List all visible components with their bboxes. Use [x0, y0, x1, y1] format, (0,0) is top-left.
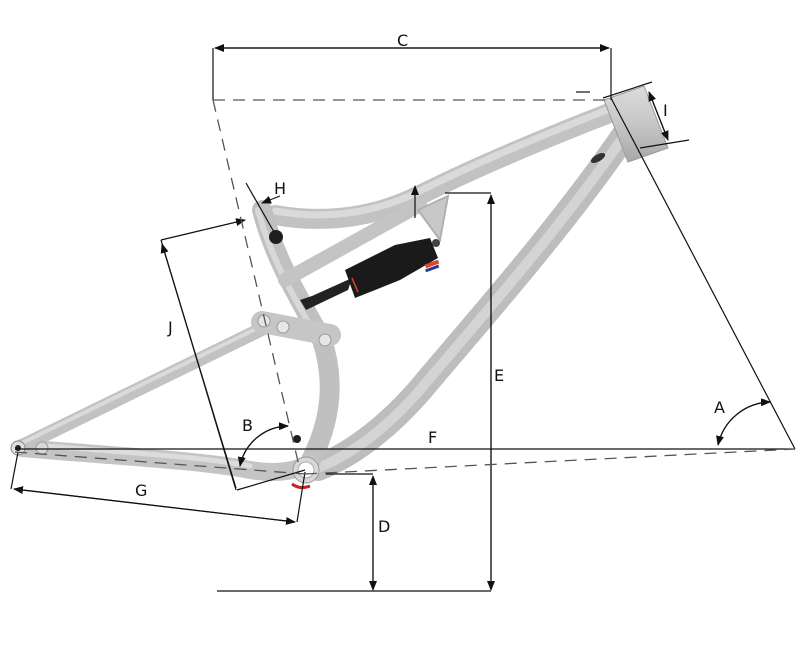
- label-b: B: [242, 416, 253, 435]
- label-h: H: [274, 179, 286, 198]
- dashed-guides: [14, 99, 796, 475]
- top-tube: [265, 102, 622, 229]
- seat-stay: [15, 318, 277, 453]
- label-a: A: [714, 398, 725, 417]
- bike-frame: [13, 85, 669, 481]
- tube-brace: [278, 198, 427, 287]
- shock-mount: [416, 194, 450, 243]
- label-d: D: [378, 517, 390, 536]
- chain-stay: [13, 439, 319, 481]
- dimension-lines: [10, 44, 796, 592]
- label-f: F: [428, 428, 437, 447]
- pivots: [10, 230, 440, 490]
- label-j: J: [167, 318, 173, 337]
- label-c: C: [397, 31, 408, 50]
- head-tube: [603, 85, 669, 163]
- rear-shock: [300, 238, 440, 310]
- label-e: E: [494, 366, 504, 385]
- dimension-labels: C I H J E A B F G D: [135, 31, 725, 536]
- label-i: I: [663, 101, 668, 120]
- rocker-link: [251, 311, 341, 346]
- label-g: G: [135, 481, 147, 500]
